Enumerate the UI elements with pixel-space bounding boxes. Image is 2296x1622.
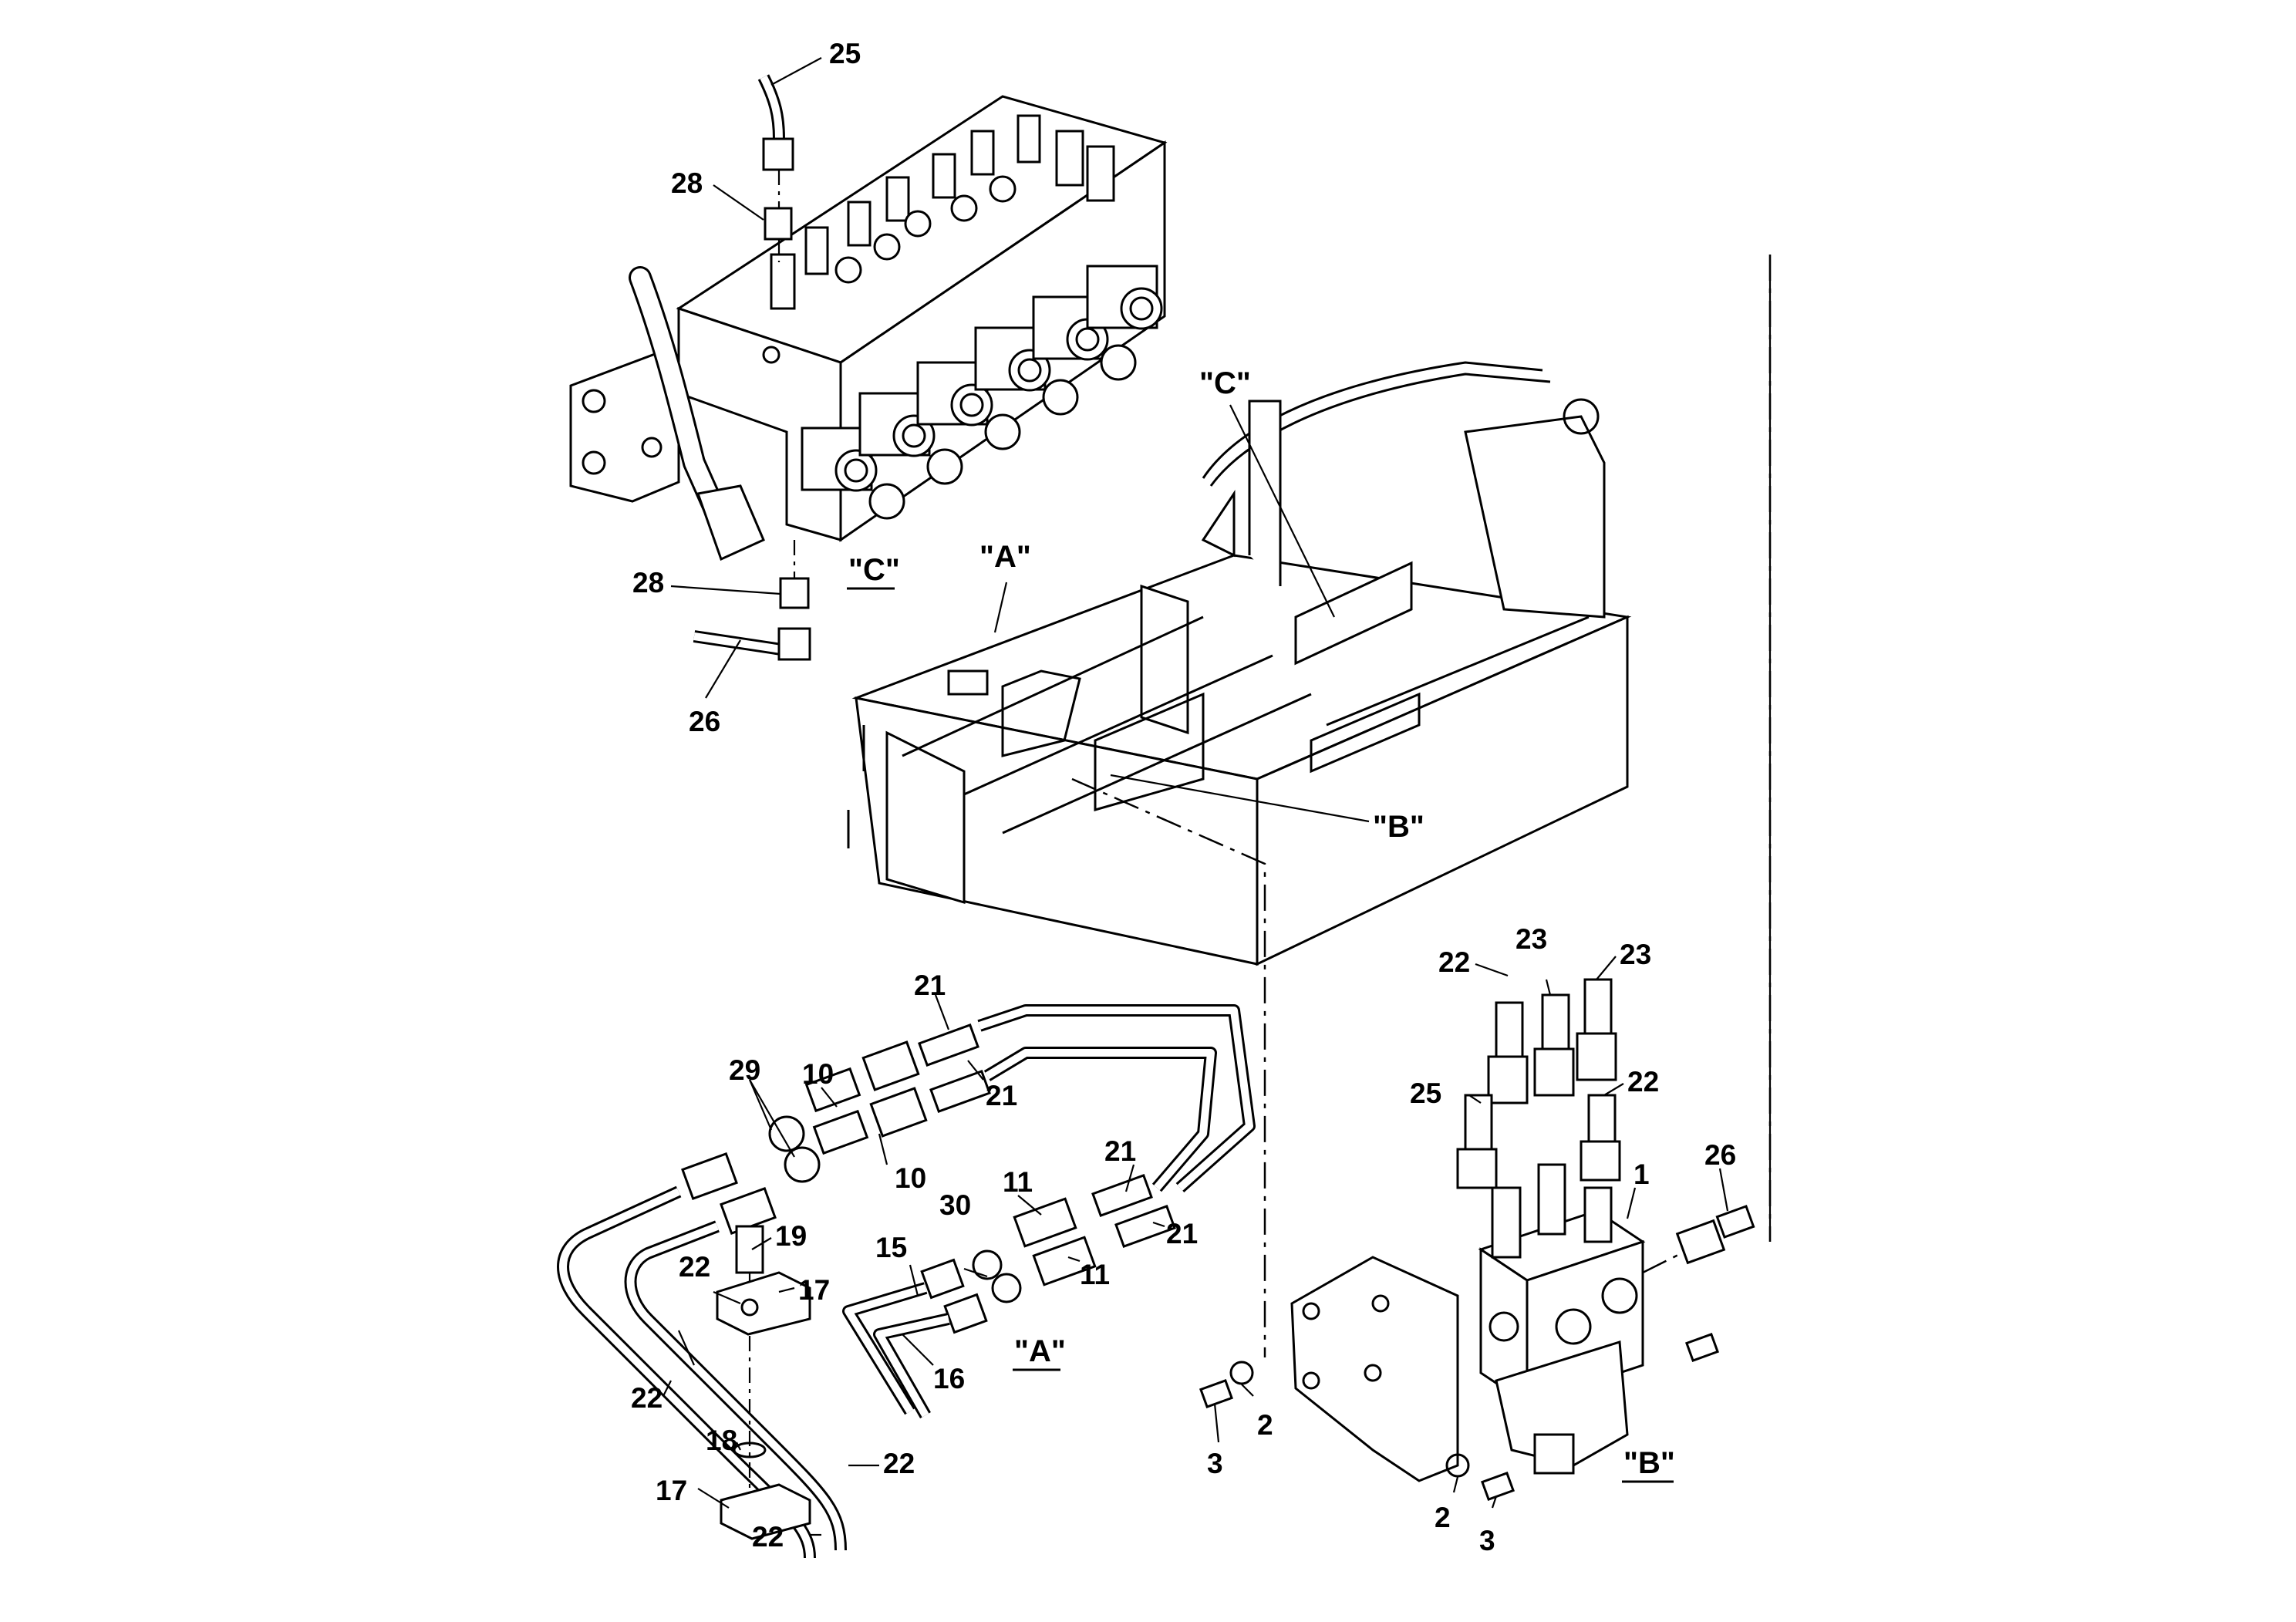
b-connector-line (1071, 777, 1266, 1357)
ref-c-leader (1229, 404, 1335, 618)
callout-17-top: 17 (798, 1274, 830, 1306)
view-a-title: "A" (1014, 1334, 1066, 1368)
ref-c-label: "C" (1199, 366, 1251, 400)
callout-15: 15 (875, 1232, 907, 1263)
callout-11-a: 11 (1003, 1166, 1033, 1198)
valve-manifold-assembly (569, 95, 1168, 561)
callout-25-b: 25 (1410, 1077, 1441, 1109)
callout-3-a: 3 (1207, 1448, 1223, 1479)
callout-10-a: 10 (802, 1058, 834, 1090)
ref-a-leader (993, 582, 1008, 633)
callout-1: 1 (1633, 1158, 1650, 1190)
callout-3-b: 3 (1479, 1525, 1495, 1556)
callout-29: 29 (729, 1054, 760, 1086)
c-hose-chain (693, 74, 811, 661)
ref-b-leader (1110, 774, 1370, 823)
callout-25-top: 25 (829, 38, 861, 69)
callout-26-left: 26 (689, 706, 720, 737)
callout-22-b-left: 22 (1438, 946, 1470, 978)
callout-22-b-right: 22 (1627, 1066, 1659, 1098)
view-b-valve-assembly (1199, 978, 1755, 1502)
callout-19: 19 (775, 1220, 807, 1252)
callout-2-a: 2 (1257, 1409, 1273, 1441)
callout-22-b: 22 (631, 1382, 663, 1414)
callout-17-bottom: 17 (656, 1475, 687, 1506)
machine-frame (847, 361, 1632, 966)
callout-23-a: 23 (1515, 923, 1547, 955)
view-a-hose-assembly (557, 1004, 1256, 1559)
callout-11-b: 11 (1080, 1259, 1110, 1290)
callout-28-top: 28 (671, 167, 703, 199)
view-b-title: "B" (1623, 1446, 1675, 1480)
callout-21-d: 21 (1166, 1218, 1198, 1249)
view-c-title: "C" (848, 553, 900, 587)
callout-2-b: 2 (1435, 1502, 1451, 1533)
callout-leaders (663, 57, 1729, 1536)
callout-22-a: 22 (679, 1251, 710, 1283)
callout-23-b: 23 (1620, 939, 1651, 970)
callout-22-c: 22 (883, 1448, 915, 1479)
callout-28-bottom: 28 (632, 567, 664, 599)
callout-16: 16 (933, 1363, 965, 1394)
ref-a-label: "A" (979, 540, 1031, 574)
callout-10-b: 10 (895, 1162, 926, 1194)
callout-21-c: 21 (1104, 1135, 1136, 1167)
callout-30: 30 (939, 1189, 971, 1221)
callout-21-b: 21 (986, 1080, 1017, 1111)
callout-21-a: 21 (914, 969, 946, 1001)
ref-b-label: "B" (1373, 810, 1424, 844)
callout-numbers: 25 28 28 26 21 21 21 21 29 10 10 11 11 3… (631, 38, 1736, 1556)
callout-26-b: 26 (1704, 1139, 1736, 1171)
callout-22-d: 22 (752, 1521, 784, 1553)
callout-18: 18 (706, 1425, 737, 1456)
